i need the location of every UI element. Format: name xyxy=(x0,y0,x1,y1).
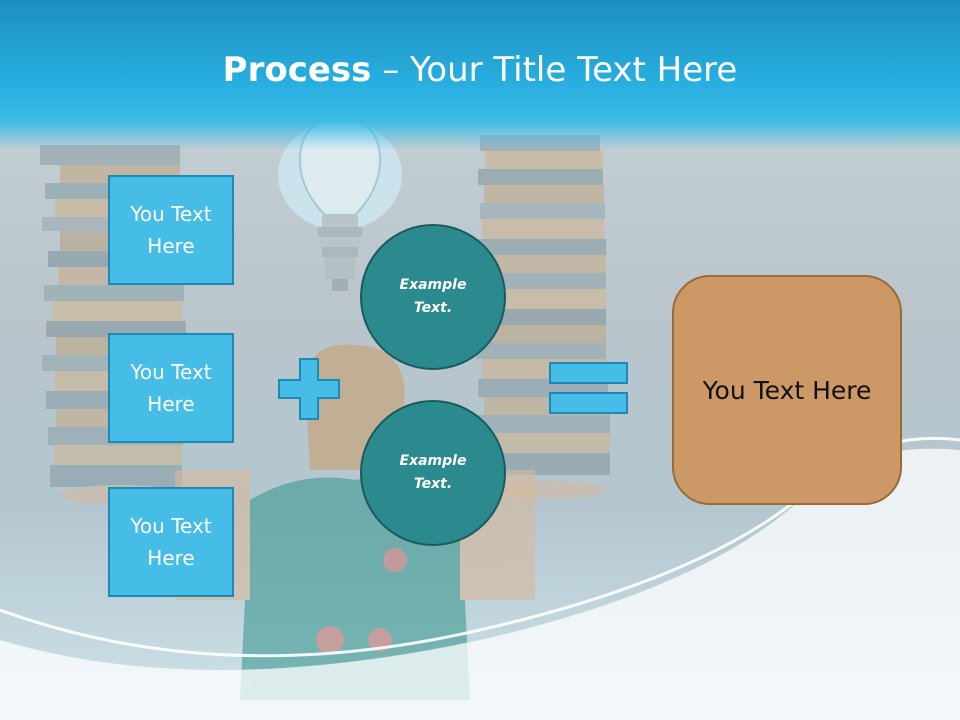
title-dash: – xyxy=(371,50,411,90)
title-text: Your Title Text Here xyxy=(410,50,738,90)
title-bold: Process xyxy=(222,50,372,90)
circle-1[interactable]: Example Text. xyxy=(360,224,506,370)
equals-icon xyxy=(549,362,628,414)
slide-title: Process – Your Title Text Here xyxy=(0,50,960,90)
title-bar xyxy=(0,0,960,150)
text-box-1[interactable]: You Text Here xyxy=(108,175,234,285)
text-box-2[interactable]: You Text Here xyxy=(108,333,234,443)
right-book-stack xyxy=(476,135,610,499)
text-box-3[interactable]: You Text Here xyxy=(108,487,234,597)
circle-2[interactable]: Example Text. xyxy=(360,400,506,546)
plus-icon xyxy=(278,358,340,420)
result-box[interactable]: You Text Here xyxy=(672,275,902,505)
